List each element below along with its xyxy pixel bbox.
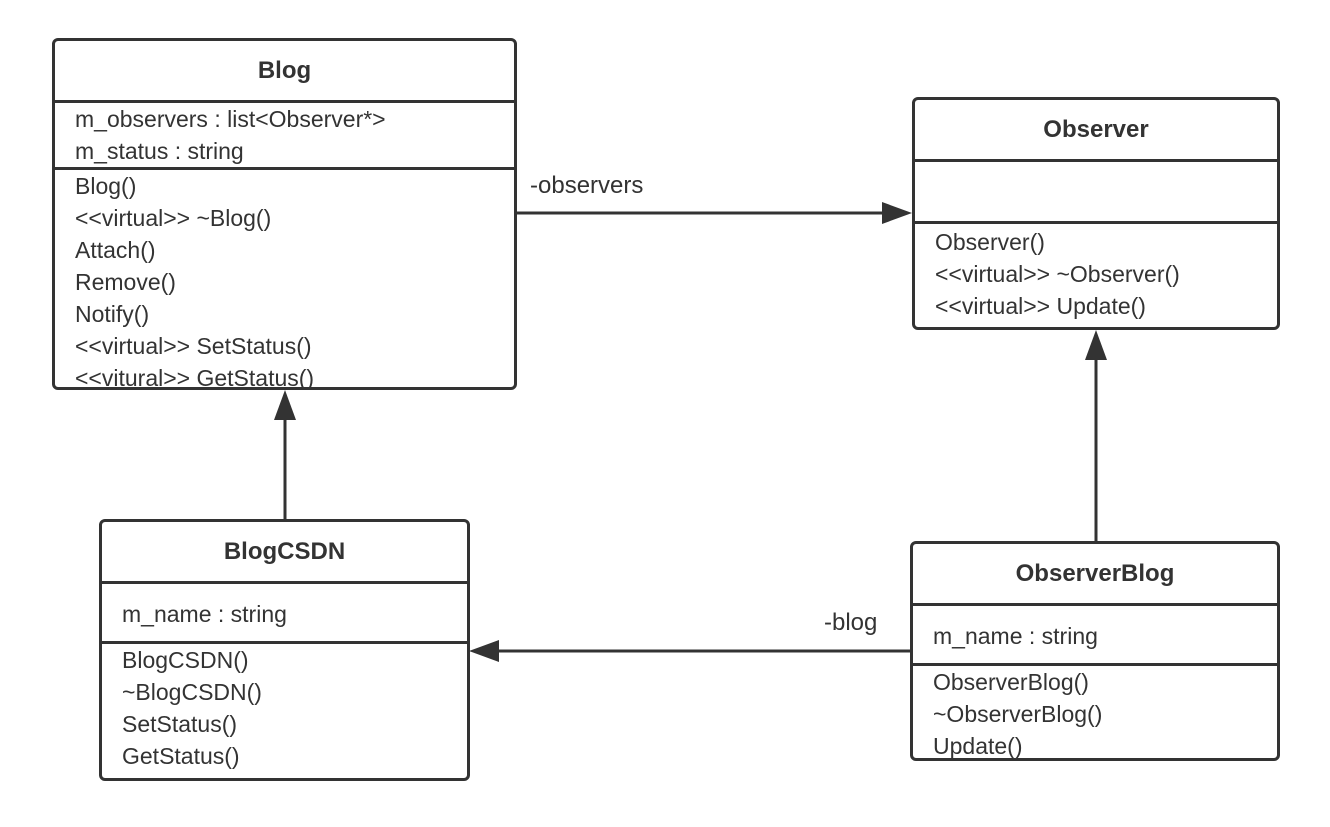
methods-section: Blog() <<virtual>> ~Blog() Attach() Remo… — [55, 170, 514, 390]
method: Remove() — [75, 269, 176, 295]
attributes-section: m_observers : list<Observer*> m_status :… — [55, 103, 514, 170]
method: SetStatus() — [122, 711, 238, 737]
methods-section: Observer() <<virtual>> ~Observer() <<vir… — [915, 224, 1277, 322]
class-observer[interactable]: Observer Observer() <<virtual>> ~Observe… — [912, 97, 1280, 330]
method: <<virtual>> SetStatus() — [75, 333, 312, 359]
class-name: Observer — [915, 100, 1277, 162]
attributes-section: m_name : string — [913, 606, 1277, 666]
method: <<virtual>> Update() — [935, 293, 1146, 319]
method: Blog() — [75, 173, 137, 199]
method: GetStatus() — [122, 743, 240, 769]
method: <<vitural>> GetStatus() — [75, 365, 315, 390]
class-observerblog[interactable]: ObserverBlog m_name : string ObserverBlo… — [910, 541, 1280, 761]
class-name: Blog — [55, 41, 514, 103]
inheritance-arrowhead-blogcsdn — [274, 390, 296, 420]
attributes-section: m_name : string — [102, 584, 467, 644]
methods-section: BlogCSDN() ~BlogCSDN() SetStatus() GetSt… — [102, 644, 467, 772]
association-label-blog: -blog — [824, 609, 878, 636]
attribute: m_name : string — [933, 623, 1098, 649]
method: ~BlogCSDN() — [122, 679, 262, 705]
method: Observer() — [935, 229, 1045, 255]
method: Attach() — [75, 237, 156, 263]
class-blogcsdn[interactable]: BlogCSDN m_name : string BlogCSDN() ~Blo… — [99, 519, 470, 781]
inheritance-arrowhead-observerblog — [1085, 330, 1107, 360]
method: <<virtual>> ~Blog() — [75, 205, 272, 231]
class-name: BlogCSDN — [102, 522, 467, 584]
method: ObserverBlog() — [933, 669, 1089, 695]
method: Notify() — [75, 301, 150, 327]
method: Update() — [933, 733, 1023, 759]
association-label-observers: -observers — [530, 172, 644, 199]
attributes-section — [915, 162, 1277, 224]
attribute: m_observers : list<Observer*> — [75, 106, 386, 132]
method: ~ObserverBlog() — [933, 701, 1103, 727]
attribute: m_name : string — [122, 601, 287, 627]
attribute: m_status : string — [75, 138, 244, 164]
class-blog[interactable]: Blog m_observers : list<Observer*> m_sta… — [52, 38, 517, 390]
method: BlogCSDN() — [122, 647, 249, 673]
method: <<virtual>> ~Observer() — [935, 261, 1180, 287]
association-arrowhead-blog — [469, 640, 499, 662]
class-name: ObserverBlog — [913, 544, 1277, 606]
methods-section: ObserverBlog() ~ObserverBlog() Update() — [913, 666, 1277, 759]
association-arrowhead-observers — [882, 202, 912, 224]
